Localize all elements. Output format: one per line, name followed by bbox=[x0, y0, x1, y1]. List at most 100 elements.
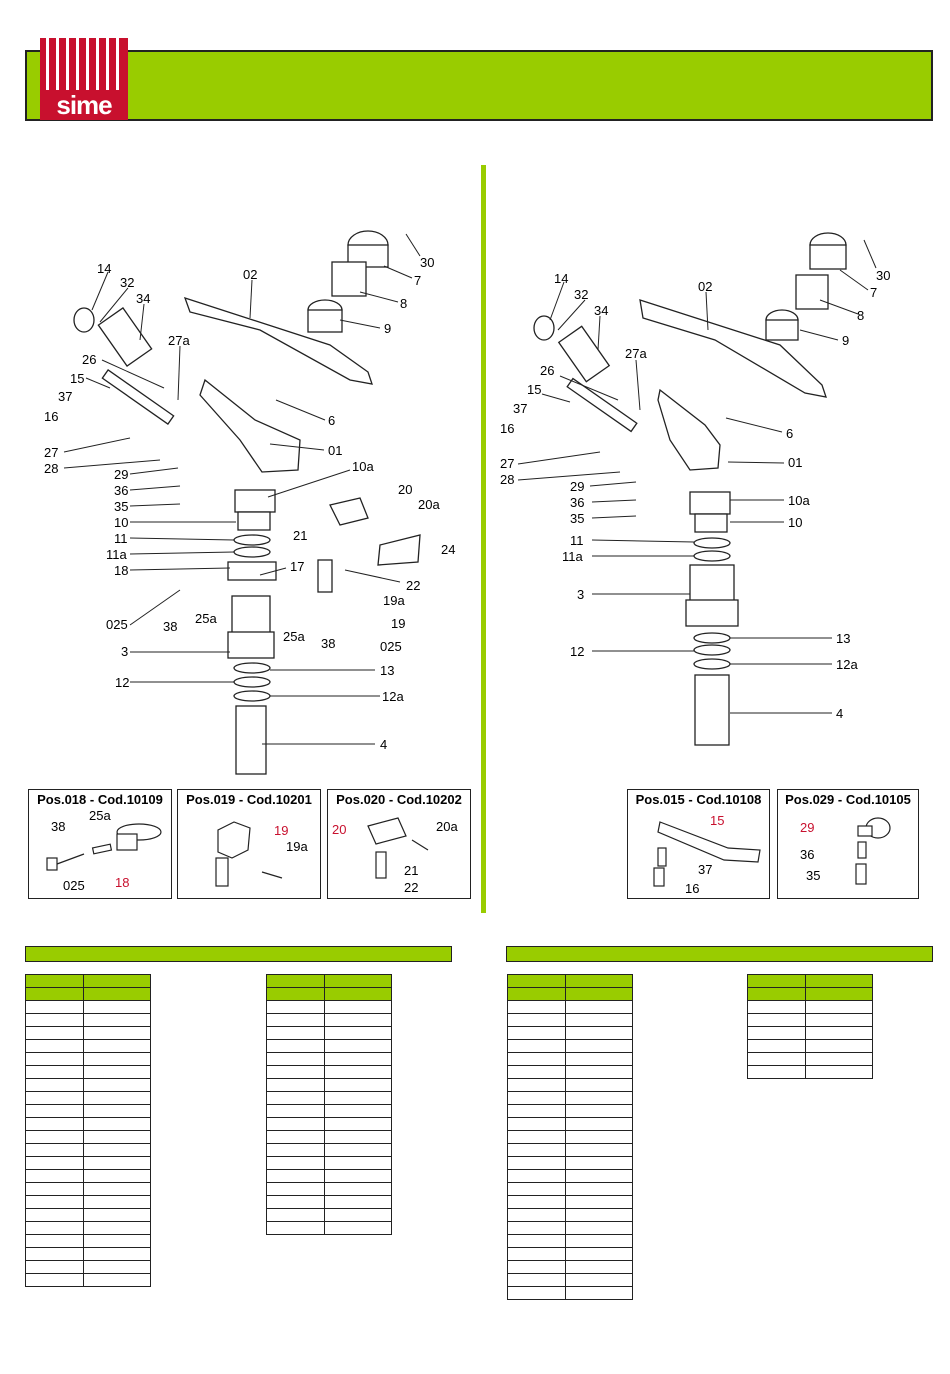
table-cell bbox=[564, 1273, 634, 1287]
table-row bbox=[266, 1169, 393, 1183]
callout: 11 bbox=[570, 533, 584, 548]
table-cell bbox=[507, 974, 566, 988]
table-row bbox=[25, 1065, 152, 1079]
table-row bbox=[507, 1156, 634, 1170]
kit-highlight-label: 20 bbox=[332, 822, 347, 837]
table-cell bbox=[82, 1104, 152, 1118]
table-cell bbox=[507, 1195, 566, 1209]
callout: 26 bbox=[82, 352, 97, 367]
table-cell bbox=[804, 1026, 874, 1040]
table-cell bbox=[82, 1026, 152, 1040]
callout: 27a bbox=[168, 333, 190, 348]
table-cell bbox=[507, 1039, 566, 1053]
table-cell bbox=[747, 1026, 806, 1040]
table-cell bbox=[82, 1130, 152, 1144]
header-band bbox=[25, 50, 933, 121]
table-cell bbox=[564, 1104, 634, 1118]
callout: 10 bbox=[788, 515, 803, 530]
table-cell bbox=[323, 1039, 393, 1053]
table-cell bbox=[323, 1052, 393, 1066]
table-cell bbox=[82, 1143, 152, 1157]
table-cell bbox=[507, 1286, 566, 1300]
table-cell bbox=[266, 1065, 325, 1079]
callout: 38 bbox=[163, 619, 178, 634]
table-cell bbox=[266, 1143, 325, 1157]
callout: 36 bbox=[570, 495, 585, 510]
kit-box-029: Pos.029 - Cod.10105 36 35 29 bbox=[777, 789, 919, 899]
kit-highlight-label: 29 bbox=[800, 820, 815, 835]
callout: 19a bbox=[383, 593, 405, 608]
table-header-row bbox=[507, 987, 634, 1001]
table-cell bbox=[82, 1039, 152, 1053]
table-cell bbox=[82, 1117, 152, 1131]
table-cell bbox=[507, 1169, 566, 1183]
table-cell bbox=[747, 1052, 806, 1066]
table-row bbox=[266, 1039, 393, 1053]
table-row bbox=[507, 1039, 634, 1053]
table-row bbox=[266, 1156, 393, 1170]
table-cell bbox=[747, 974, 806, 988]
kit-box-020: Pos.020 - Cod.10202 20a 21 22 20 bbox=[327, 789, 471, 899]
table-cell bbox=[804, 974, 874, 988]
table-cell bbox=[507, 1052, 566, 1066]
table-row bbox=[266, 1026, 393, 1040]
callout: 22 bbox=[406, 578, 421, 593]
table-cell bbox=[82, 987, 152, 1001]
kit-label: 38 bbox=[51, 819, 66, 834]
table-header-row bbox=[25, 974, 152, 988]
section-bar-right bbox=[506, 946, 933, 962]
table-cell bbox=[564, 1130, 634, 1144]
callout: 29 bbox=[114, 467, 129, 482]
table-row bbox=[25, 1234, 152, 1248]
kit-highlight-label: 19 bbox=[274, 823, 289, 838]
table-row bbox=[507, 1247, 634, 1261]
callout: 21 bbox=[293, 528, 308, 543]
table-row bbox=[266, 1052, 393, 1066]
table-cell bbox=[564, 1013, 634, 1027]
table-cell bbox=[266, 1221, 325, 1235]
table-row bbox=[507, 1091, 634, 1105]
table-cell bbox=[266, 1052, 325, 1066]
table-cell bbox=[564, 1234, 634, 1248]
table-cell bbox=[323, 987, 393, 1001]
column-divider bbox=[481, 165, 486, 913]
table-row bbox=[266, 1195, 393, 1209]
table-row bbox=[25, 1247, 152, 1261]
table-cell bbox=[266, 1156, 325, 1170]
table-row bbox=[25, 1208, 152, 1222]
callout: 34 bbox=[136, 291, 151, 306]
callout: 27 bbox=[44, 445, 59, 460]
callout: 10a bbox=[788, 493, 810, 508]
table-row bbox=[747, 1039, 874, 1053]
callout: 25a bbox=[283, 629, 305, 644]
kit-title: Pos.015 - Cod.10108 bbox=[635, 792, 762, 807]
callout: 02 bbox=[243, 267, 258, 282]
table-cell bbox=[564, 1117, 634, 1131]
callout: 38 bbox=[321, 636, 336, 651]
table-row bbox=[266, 1104, 393, 1118]
callout: 27 bbox=[500, 456, 515, 471]
table-cell bbox=[507, 1182, 566, 1196]
callout: 15 bbox=[70, 371, 85, 386]
table-cell bbox=[507, 1013, 566, 1027]
table-cell bbox=[82, 1208, 152, 1222]
kit-box-015: Pos.015 - Cod.10108 37 16 15 bbox=[627, 789, 770, 899]
table-cell bbox=[564, 1260, 634, 1274]
callout: 01 bbox=[788, 455, 803, 470]
table-row bbox=[25, 1130, 152, 1144]
table-cell bbox=[25, 1117, 84, 1131]
callout: 7 bbox=[414, 273, 422, 288]
kit-box-019: Pos.019 - Cod.10201 19a 19 bbox=[177, 789, 321, 899]
table-cell bbox=[25, 1260, 84, 1274]
table-header-row bbox=[747, 987, 874, 1001]
table-cell bbox=[266, 1169, 325, 1183]
table-cell bbox=[564, 987, 634, 1001]
table-row bbox=[25, 1117, 152, 1131]
table-row bbox=[507, 1143, 634, 1157]
callout: 20 bbox=[398, 482, 413, 497]
callout: 025 bbox=[106, 617, 128, 632]
table-cell bbox=[25, 1195, 84, 1209]
table-row bbox=[25, 1078, 152, 1092]
table-row bbox=[25, 1195, 152, 1209]
bolt-head-part bbox=[46, 857, 58, 871]
